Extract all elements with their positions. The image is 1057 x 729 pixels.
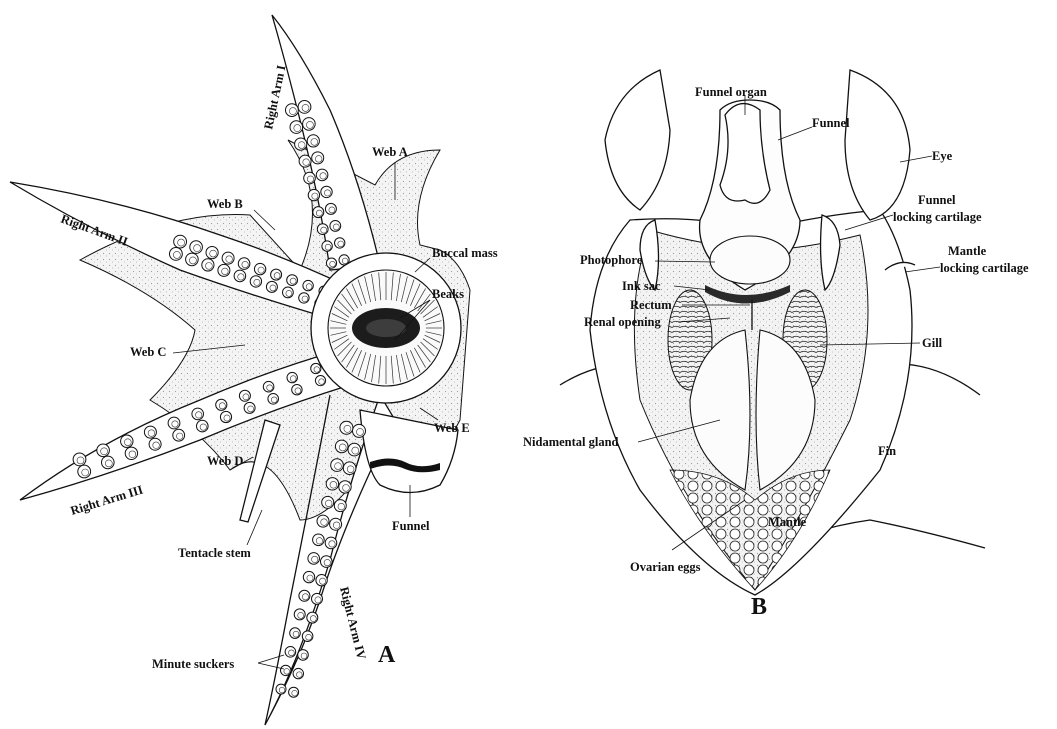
label-right-arm-3: Right Arm III [69, 483, 145, 518]
eye-right [845, 70, 910, 220]
label-nidamental-gland: Nidamental gland [523, 435, 619, 449]
label-mantle-locking-1: Mantle [948, 244, 987, 258]
label-tentacle-stem: Tentacle stem [178, 546, 251, 560]
label-mantle: Mantle [768, 515, 807, 529]
label-rectum: Rectum [630, 298, 672, 312]
label-minute-suckers: Minute suckers [152, 657, 234, 671]
label-mantle-locking-2: locking cartilage [940, 261, 1029, 275]
label-right-arm-1: Right Arm I [261, 64, 288, 131]
label-beaks: Beaks [432, 287, 464, 301]
label-funnel-organ: Funnel organ [695, 85, 767, 99]
panel-a-oral-view: Right Arm I Right Arm II Right Arm III R… [10, 15, 498, 725]
label-renal-opening: Renal opening [584, 315, 662, 329]
label-gill: Gill [922, 336, 943, 350]
label-funnel-b: Funnel [812, 116, 850, 130]
label-ink-sac: Ink sac [622, 279, 661, 293]
label-fin: Fin [878, 444, 896, 458]
label-funnel-a: Funnel [392, 519, 430, 533]
photophore [710, 236, 790, 284]
label-web-a: Web A [372, 145, 408, 159]
eye-left [605, 70, 670, 210]
leader-minute-2 [258, 663, 284, 669]
panel-letter-b: B [751, 594, 767, 620]
label-web-c: Web C [130, 345, 166, 359]
label-web-b: Web B [207, 197, 243, 211]
label-funnel-locking-2: locking cartilage [893, 210, 982, 224]
label-photophore: Photophore [580, 253, 643, 267]
label-ovarian-eggs: Ovarian eggs [630, 560, 701, 574]
label-right-arm-4: Right Arm IV [337, 585, 369, 660]
label-web-e: Web E [434, 421, 470, 435]
panel-b-mantle-cavity: Funnel organ Funnel Eye Funnel locking c… [523, 70, 1029, 620]
leader-funnel-b [778, 127, 812, 140]
leader-mantle-locking [905, 267, 940, 272]
label-eye: Eye [932, 149, 953, 163]
leader-minute-1 [258, 655, 284, 663]
label-web-d: Web D [207, 454, 243, 468]
panel-letter-a: A [378, 642, 396, 668]
label-funnel-locking-1: Funnel [918, 193, 956, 207]
label-buccal-mass: Buccal mass [432, 246, 498, 260]
